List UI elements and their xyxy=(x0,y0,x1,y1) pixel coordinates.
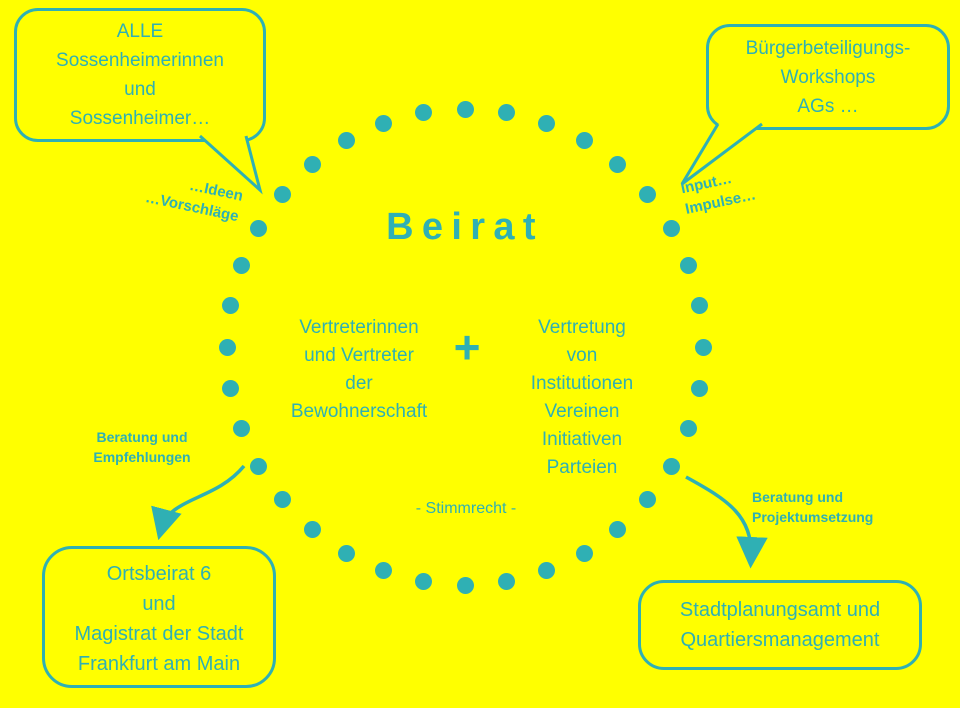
circle-dot xyxy=(222,379,240,397)
circle-dot xyxy=(537,562,555,580)
circle-dot xyxy=(415,104,433,122)
page-title: Beirat xyxy=(386,206,544,248)
circle-dot xyxy=(680,257,698,275)
curved-arrow-left-icon xyxy=(151,464,246,541)
circle-dot xyxy=(337,132,355,150)
curved-arrow-right-icon xyxy=(685,475,768,569)
circle-dot xyxy=(222,297,240,315)
circle-dot xyxy=(690,379,708,397)
voting-right-note: - Stimmrecht - xyxy=(415,500,517,517)
plus-sign: + xyxy=(453,321,481,373)
circle-dot xyxy=(232,419,250,437)
circle-dot xyxy=(250,457,268,475)
circle-dot xyxy=(662,219,680,237)
circle-dot xyxy=(375,562,393,580)
bottom-white-strip xyxy=(0,708,960,720)
circle-dot xyxy=(694,338,712,356)
ideas-suggestions-label: …Ideen…Vorschläge xyxy=(143,176,245,226)
circle-dot xyxy=(274,185,292,203)
circle-dot xyxy=(609,520,627,538)
circle-dot xyxy=(303,156,321,174)
circle-dot xyxy=(250,219,268,237)
circle-dot xyxy=(497,572,515,590)
circle-dot xyxy=(415,572,433,590)
circle-dot xyxy=(690,297,708,315)
circle-dot xyxy=(609,156,627,174)
input-impulses-label: Input…Impulse… xyxy=(679,169,758,218)
circle-dot xyxy=(274,491,292,509)
circle-dot xyxy=(456,576,474,594)
circle-dot xyxy=(337,544,355,562)
circle-dot xyxy=(218,338,236,356)
circle-dot xyxy=(638,185,656,203)
circle-dot xyxy=(456,100,474,118)
circle-dot xyxy=(575,132,593,150)
circle-dot xyxy=(638,491,656,509)
circle-dot xyxy=(662,457,680,475)
circle-dot xyxy=(303,520,321,538)
circle-dot xyxy=(497,104,515,122)
circle-dot xyxy=(375,114,393,132)
circle-dot xyxy=(680,419,698,437)
circle-dot xyxy=(575,544,593,562)
circle-dot xyxy=(232,257,250,275)
circle-dot xyxy=(537,114,555,132)
